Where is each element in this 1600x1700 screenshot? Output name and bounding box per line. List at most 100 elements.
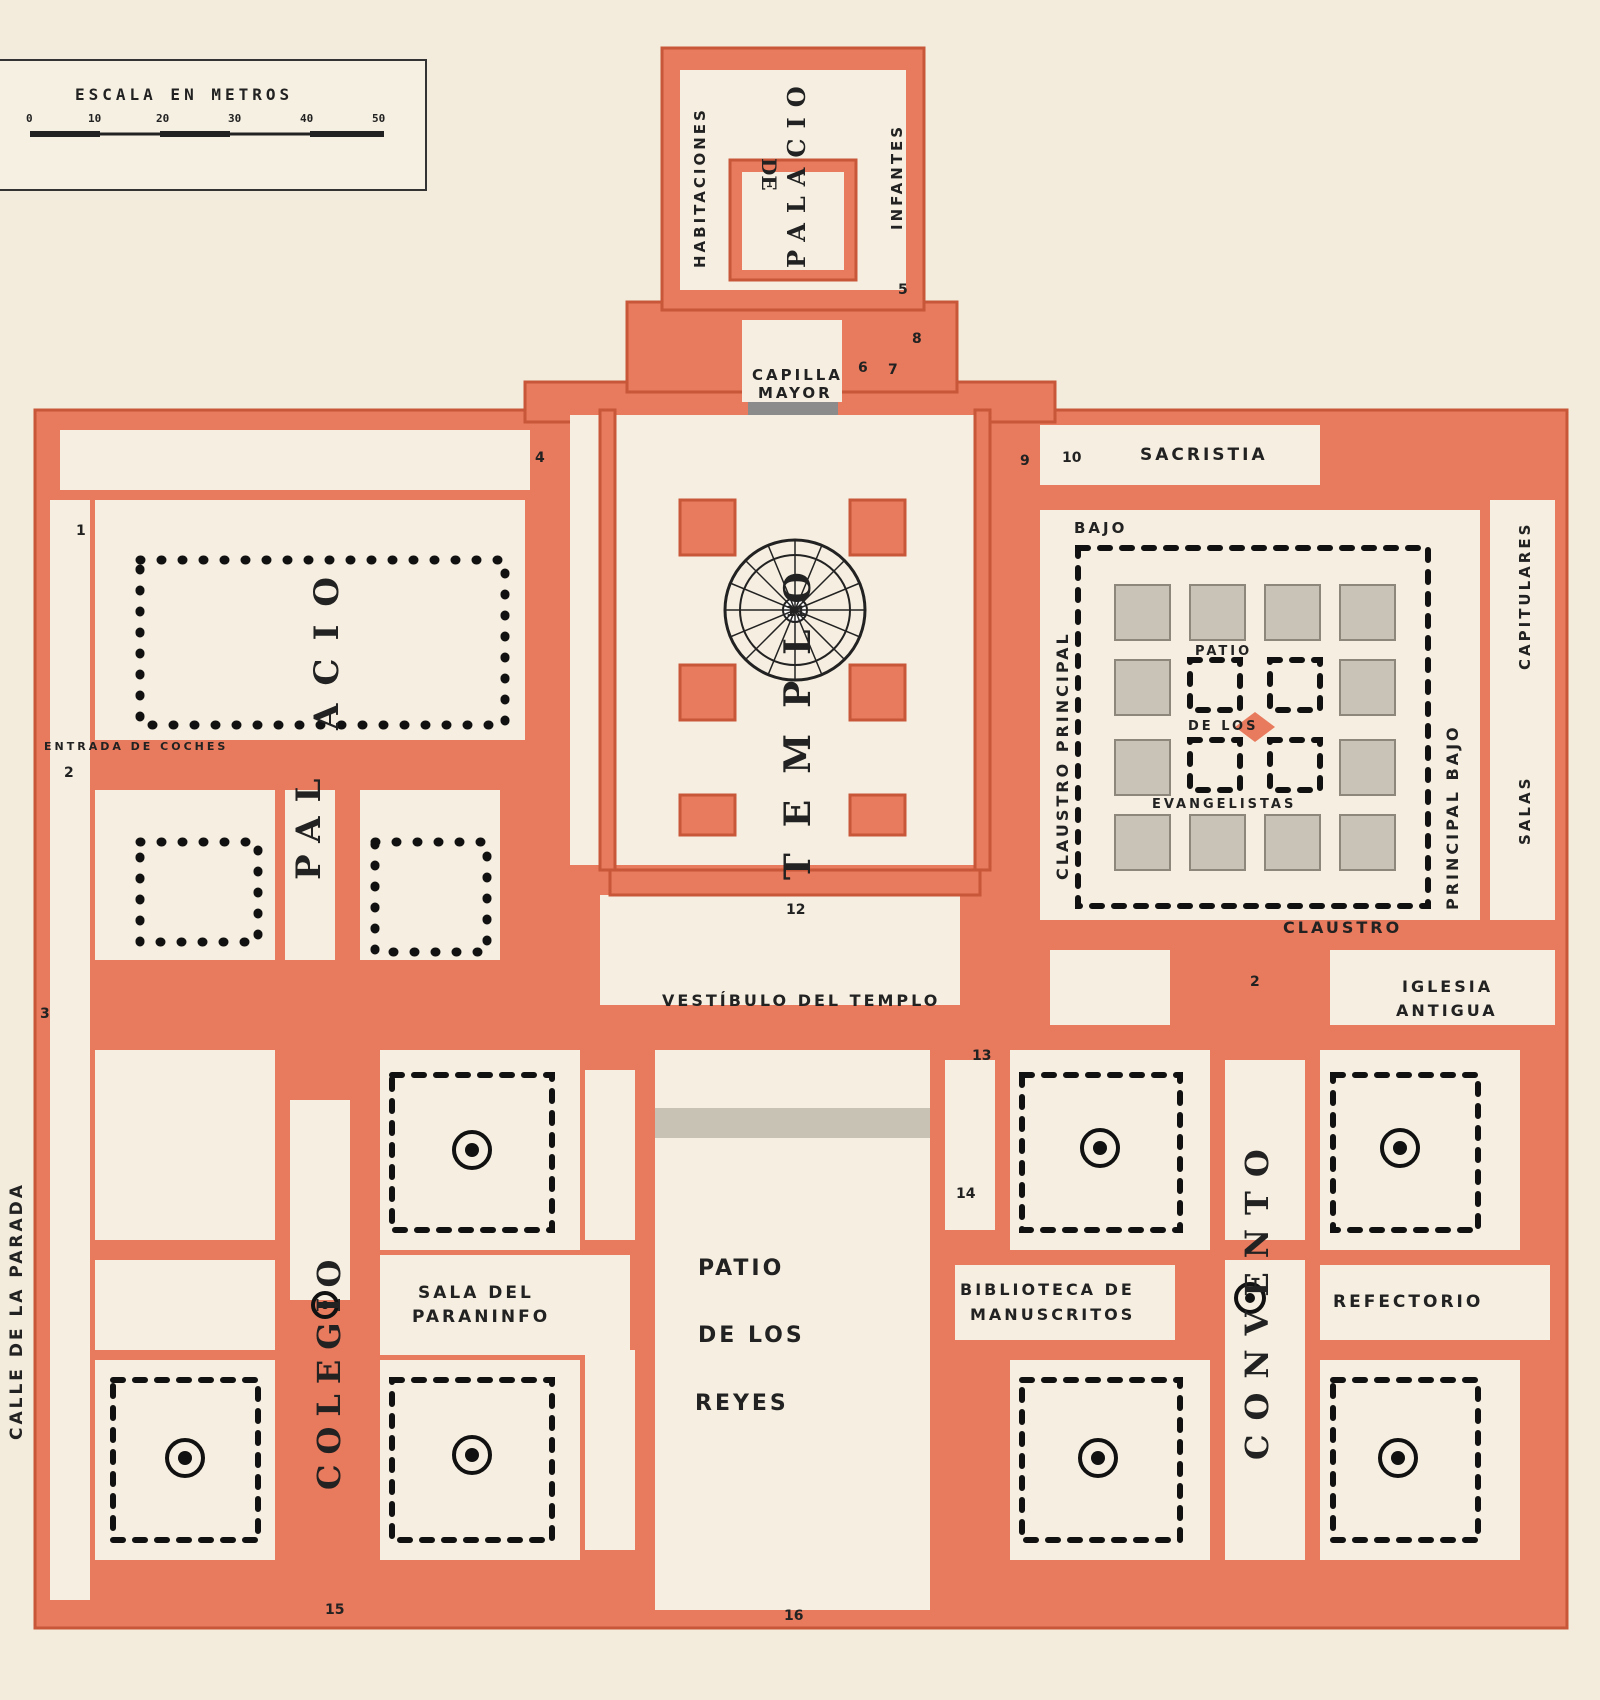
fountain-icon [165,1438,205,1478]
palacio-left-label-2: PAL [289,765,329,880]
fountains [165,1128,1420,1478]
palacio-courtyard [95,500,525,740]
palacio-court-right [360,790,500,960]
convento-colonnade-lr [1330,1377,1481,1543]
scale-tick: 40 [300,112,313,125]
pier [678,663,737,722]
convento-court-lower-left [1010,1360,1210,1560]
scale-ticks: 0 10 20 30 40 50 [26,112,385,125]
point-number: 11 [786,604,805,620]
pier [848,793,907,837]
biblioteca-label: BIBLIOTECA DE [960,1280,1135,1299]
mayor-label: MAYOR [758,384,833,402]
patio-reyes [655,1050,930,1610]
pier [848,663,907,722]
point-number: 8 [912,331,922,347]
entrada-coches-label: ENTRADA DE COCHES [44,740,228,753]
point-number: 15 [325,1602,344,1618]
iglesia-label: IGLESIA [1402,977,1493,996]
scale-box [0,59,427,191]
point-number: 4 [535,450,545,466]
templo-label: TEMPLO [777,546,819,880]
colegio-corridor-right-lower [585,1350,635,1550]
scale-legend: ESCALA EN METROS 0 10 20 30 40 50 [0,59,427,191]
evangelistas-colonnade [1075,545,1431,909]
convento-corridor-lower [1225,1260,1305,1560]
palacio-left-label: ACIO [307,559,347,731]
left-lower-rooms [95,1050,275,1240]
point-number: 1 [76,523,86,539]
nave-wall-right [973,408,992,872]
street-label: CALLE DE LA PARADA [7,1182,27,1440]
sala-paraninfo-room [380,1255,630,1355]
scale-title: ESCALA EN METROS [75,85,293,104]
scale-tick: 50 [372,112,385,125]
convento-court-lower-right [1320,1360,1520,1560]
dome [723,538,867,682]
colegio-court-upper [380,1050,580,1250]
point-number: 2 [64,765,74,781]
capilla-mayor-room [742,320,842,402]
street-side-rooms [50,500,90,1600]
convento-colonnade-ll [1019,1377,1183,1543]
evangelistas-garden [1114,584,1396,871]
scale-tick: 20 [156,112,169,125]
scale-tick: 10 [88,112,101,125]
fountain-icon [1080,1128,1120,1168]
pier [678,498,737,557]
convento-label: CONVENTO [1238,1135,1276,1460]
colegio-colonnade-lower [389,1377,555,1543]
colegio-colonnade-left [110,1377,261,1543]
top-left-rooms [60,430,530,490]
patio-reyes-label-3: REYES [695,1391,789,1416]
left-lower-rooms-2 [95,1260,275,1350]
patio-reyes-label-2: DE LOS [698,1323,805,1348]
fountain-icon [452,1130,492,1170]
antigua-label: ANTIGUA [1396,1001,1498,1020]
pier [678,793,737,837]
numbered-points: 1 2 3 4 5 6 7 8 9 10 11 12 13 14 15 16 2 [40,282,1260,1624]
colegio-colonnade-upper [389,1072,555,1233]
colegio-corridor-left [290,1100,350,1300]
point-number: 9 [1020,453,1030,469]
fountain-icon [311,1291,339,1319]
palacio-top-label: PALACIO [782,76,811,268]
vestibulo-steps [655,1108,930,1138]
scale-tick: 30 [228,112,241,125]
capilla-label: CAPILLA [752,366,843,384]
convento-colonnade-ur [1330,1072,1481,1233]
nave-wall-left [598,408,617,872]
fountain-icon [1234,1282,1266,1314]
manuscritos-label: MANUSCRITOS [970,1305,1135,1324]
point-number: 6 [858,360,868,376]
palacio-small-colonnade [135,837,263,947]
de-los-label: DE LOS [1188,719,1258,734]
evangelistas-label: EVANGELISTAS [1152,797,1296,812]
convento-corridor-left [945,1060,995,1230]
habitaciones-label: HABITACIONES [691,107,709,268]
room-10 [1040,425,1100,485]
sacristia-label: SACRISTIA [1140,445,1268,465]
plan-labels: CALLE DE LA PARADA HABITACIONES DE PALAC… [7,76,1534,1490]
vestibulo-room [600,895,960,1005]
point-number: 16 [784,1608,803,1624]
palacio-small-colonnade-2 [370,837,492,957]
point-number: 13 [972,1048,991,1064]
point-number: 2 [1250,974,1260,990]
point-number: 10 [1062,450,1082,466]
scale-tick: 0 [26,112,33,125]
convento-colonnade-ul [1019,1072,1183,1233]
point-number: 14 [956,1186,976,1202]
claustro-principal-left-label: CLAUSTRO PRINCIPAL [1053,631,1072,880]
palace-patio [742,172,844,270]
palacio-colonnade [135,555,510,730]
claustro-principal-right-label: PRINCIPAL BAJO [1443,724,1462,910]
fountain-icon [1380,1128,1420,1168]
de-label: DE [757,158,781,191]
patio-label: PATIO [1195,644,1252,659]
templo-structure [598,408,992,897]
fountain-icon [1078,1438,1118,1478]
claustro-label: CLAUSTRO [1283,918,1402,937]
salas-capitulares [1490,500,1555,920]
